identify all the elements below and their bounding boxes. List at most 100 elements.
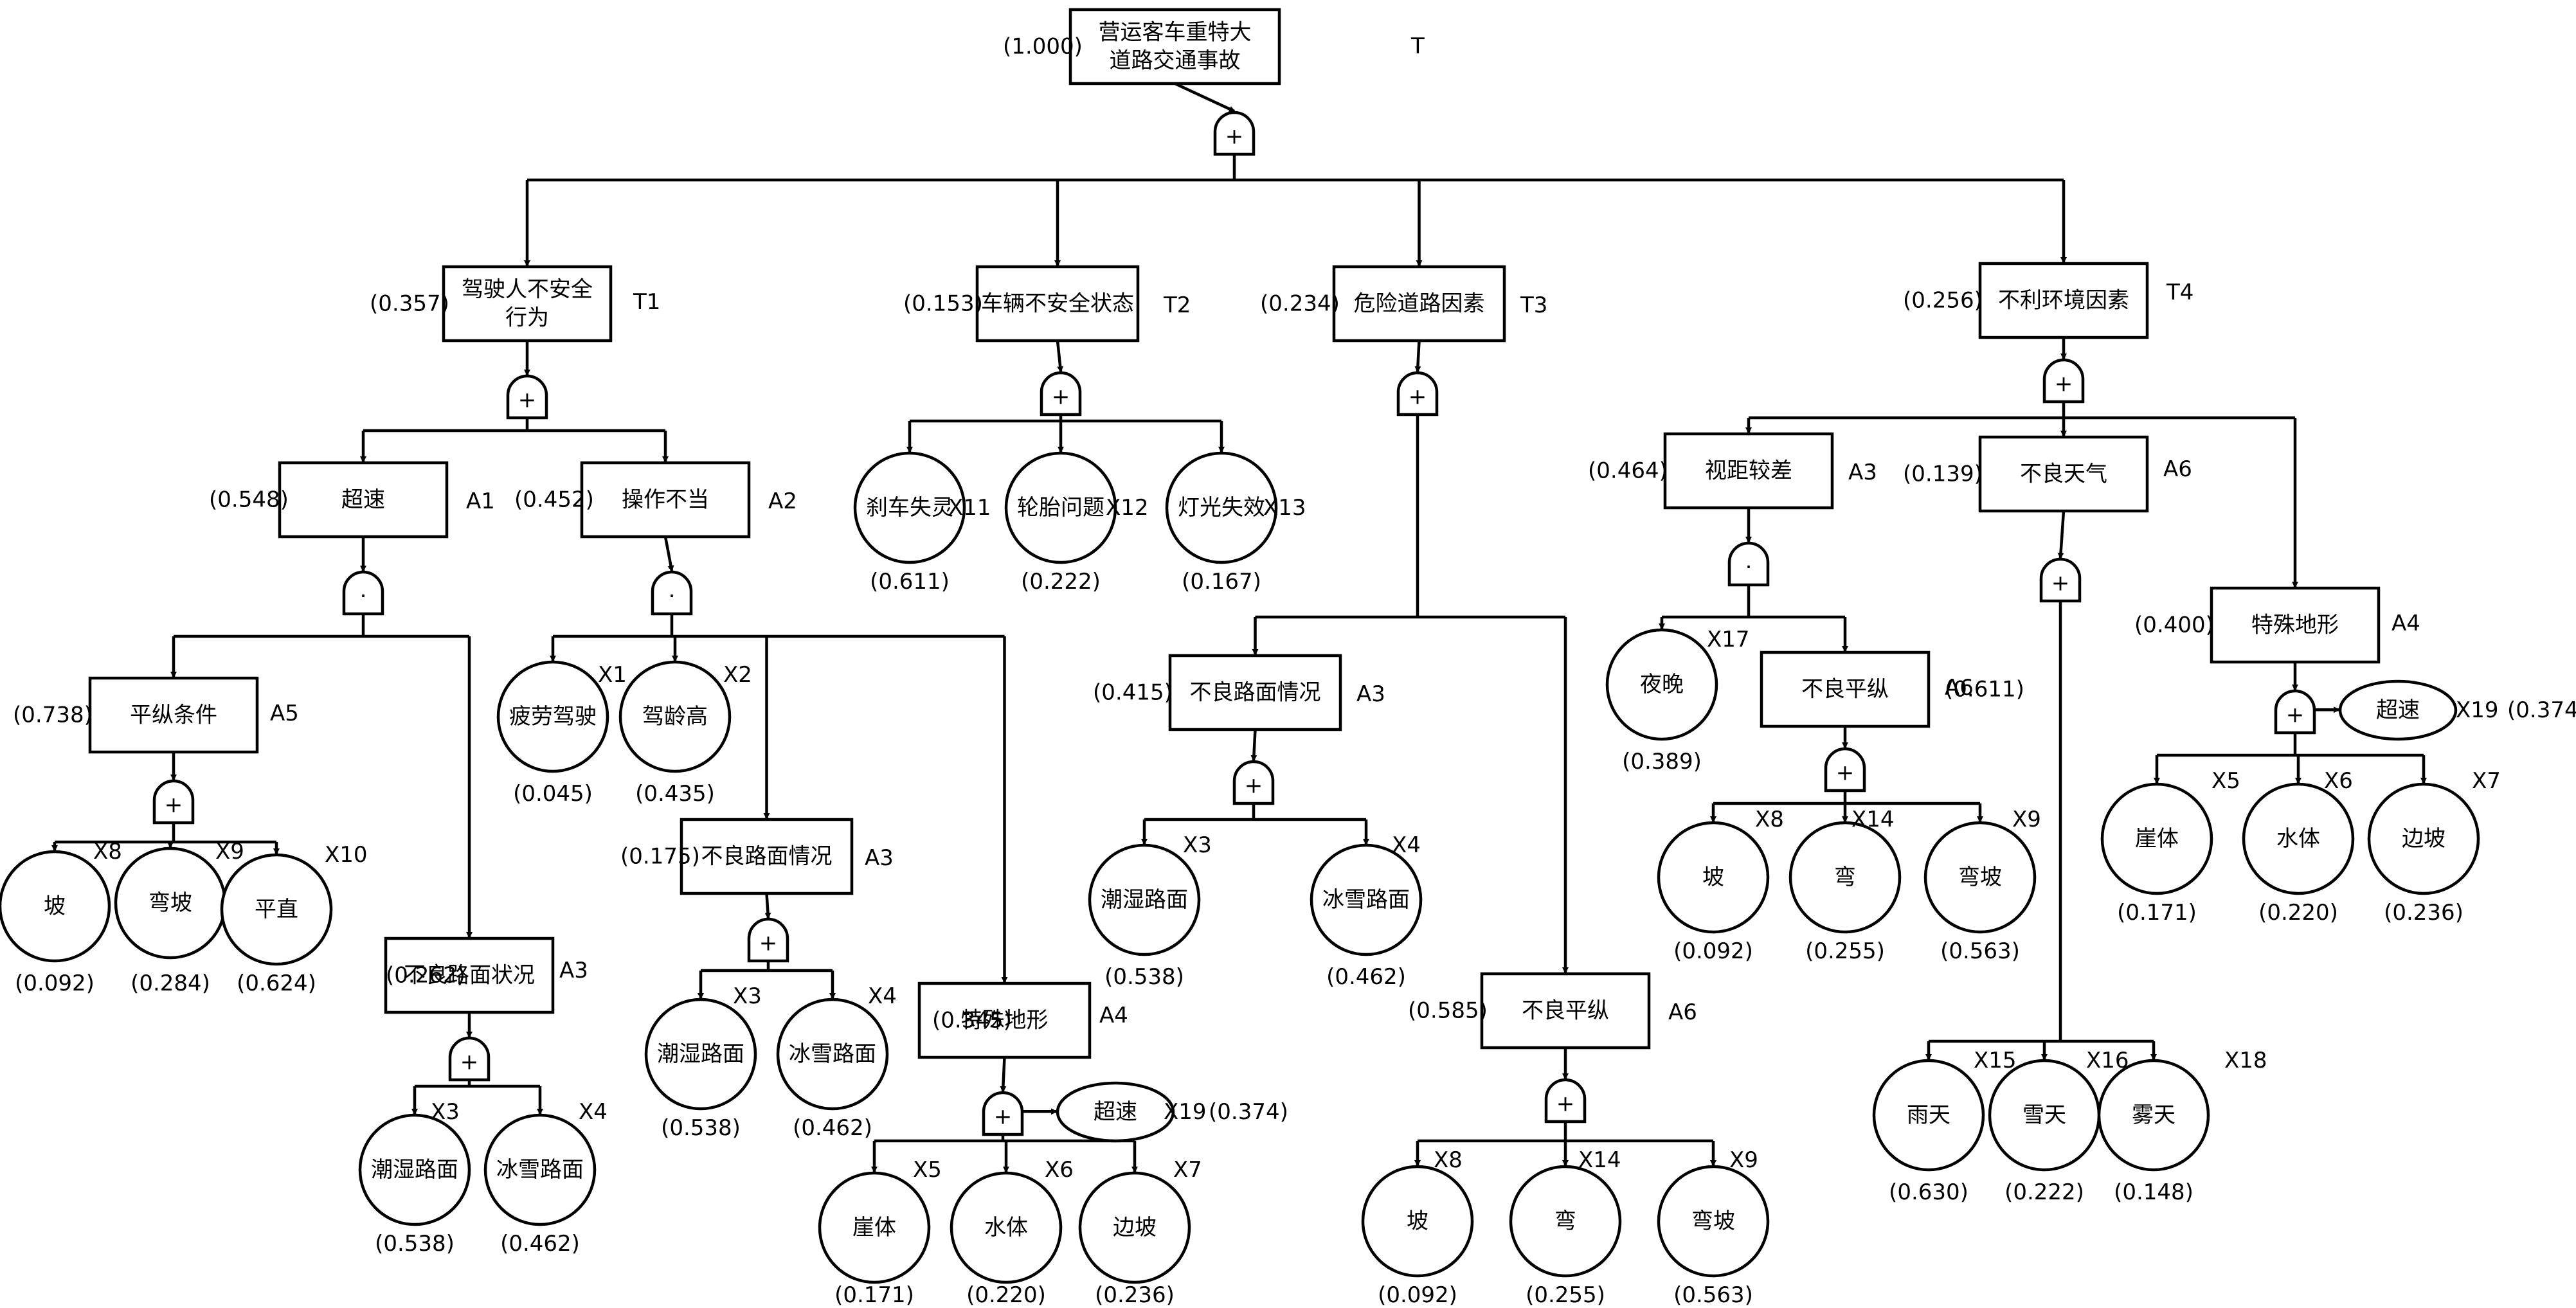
basic-event-probability: (0.563): [1940, 938, 2020, 964]
basic-event-code: X2: [723, 662, 752, 688]
basic-event-probability: (0.167): [1182, 569, 1261, 595]
event-probability: (0.464): [1588, 458, 1668, 484]
event-probability: (0.153): [903, 291, 983, 317]
intermediate-event: 不良路面状况(0.262)A3: [384, 936, 588, 1014]
event-probability: (0.611): [1945, 677, 2024, 703]
gate-shape: [2042, 358, 2085, 404]
basic-event-probability: (0.236): [1095, 1282, 1175, 1308]
connector-lines: [51, 82, 2427, 1173]
event-probability: (1.000): [1003, 34, 1083, 60]
basic-event-label: 潮湿路面: [1101, 887, 1188, 913]
event-label: 操作不当: [622, 487, 709, 513]
basic-event-probability: (0.389): [1622, 749, 1702, 775]
basic-event-probability: (0.462): [500, 1231, 580, 1257]
basic-event-circle: [2097, 1059, 2210, 1172]
basic-event-code: X5: [913, 1157, 942, 1183]
basic-event-label: 弯: [1554, 1208, 1576, 1234]
event-code: A1: [466, 488, 495, 514]
basic-event-circle: [2367, 782, 2480, 895]
intermediate-event: 平纵条件(0.738)A5: [13, 676, 299, 754]
basic-event-probability: (0.092): [15, 971, 95, 996]
event-code: A3: [559, 958, 588, 983]
event-code: T1: [633, 289, 660, 315]
basic-event-label: 驾龄高: [642, 704, 708, 730]
event-box: [278, 461, 449, 539]
gate-symbol: +: [1052, 384, 1070, 410]
basic-event-circle: [1088, 843, 1201, 956]
basic-event-code: X4: [579, 1099, 608, 1125]
connector-line: [1000, 1057, 1007, 1093]
basic-event-label: 潮湿路面: [657, 1041, 744, 1067]
gate-shape: [448, 1036, 491, 1082]
basic-event: 坡X8(0.092): [1361, 1147, 1474, 1308]
event-code: A4: [1099, 1003, 1128, 1028]
basic-event-circle: [1872, 1059, 1985, 1172]
event-box: [1978, 435, 2149, 513]
logic-gate: +: [982, 1091, 1024, 1136]
logic-gate: +: [2042, 358, 2085, 404]
gate-shape: [1824, 747, 1866, 793]
logic-gate: +: [1232, 760, 1275, 805]
basic-event-probability: (0.284): [131, 971, 210, 996]
event-code: A3: [865, 845, 894, 871]
basic-event-code: X1: [598, 662, 627, 688]
basic-event-label: 潮湿路面: [371, 1157, 458, 1183]
event-probability: (0.415): [1093, 680, 1173, 706]
basic-event-probability: (0.462): [793, 1115, 872, 1141]
basic-event-code: X4: [868, 983, 897, 1009]
basic-event-probability: (0.630): [1889, 1179, 1968, 1205]
basic-event-code: X13: [1263, 495, 1306, 521]
gate-symbol: +: [165, 793, 183, 818]
gate-symbol: ·: [360, 584, 367, 609]
event-probability: (0.585): [1408, 998, 1488, 1024]
gate-symbol: +: [1409, 384, 1427, 410]
logic-gate: ·: [651, 570, 693, 616]
basic-event-circle: [1078, 1171, 1191, 1284]
event-box: [580, 461, 751, 539]
basic-event: 坡X8(0.092): [1657, 807, 1784, 964]
basic-event-probability: (0.092): [1378, 1282, 1457, 1308]
basic-event-probability: (0.148): [2114, 1179, 2193, 1205]
basic-event-code: X4: [1392, 832, 1421, 858]
gate-symbol: ·: [1745, 555, 1752, 580]
basic-event-label: 冰雪路面: [1322, 887, 1410, 913]
gate-shape: [1213, 111, 1256, 156]
event-label: 超速: [341, 487, 385, 513]
logic-gate: +: [152, 779, 195, 825]
gate-shape: [342, 570, 384, 616]
intermediate-event: 不利环境因素(0.256)T4: [1903, 262, 2193, 339]
gate-shape: [1232, 760, 1275, 805]
intermediate-event: 不良路面情况(0.175)A3: [620, 818, 894, 895]
logic-gate: +: [448, 1036, 491, 1082]
logic-gate: +: [1396, 371, 1439, 417]
logic-gates: +++++··++++++·+++: [152, 111, 2316, 1136]
gate-symbol: +: [2055, 372, 2073, 397]
event-box: [1663, 432, 1834, 510]
intermediate-event: 车辆不安全状态(0.153)T2: [903, 265, 1191, 343]
basic-event-code: X11: [948, 495, 991, 521]
basic-event-probability: (0.563): [1673, 1282, 1753, 1308]
basic-event-probability: (0.611): [870, 569, 950, 595]
basic-event-circle: [1657, 821, 1770, 934]
event-code: A2: [768, 488, 797, 514]
basic-event-probability: (0.092): [1673, 938, 1753, 964]
side-event-label: 超速: [1094, 1099, 1137, 1125]
gate-shape: [747, 917, 789, 963]
gate-symbol: +: [518, 388, 537, 413]
logic-gate: +: [1824, 747, 1866, 793]
event-label: 危险道路因素: [1354, 291, 1485, 317]
basic-event-label: 边坡: [2402, 826, 2445, 852]
gate-shape: [651, 570, 693, 616]
side-event-probability: (0.374): [1209, 1099, 1288, 1125]
